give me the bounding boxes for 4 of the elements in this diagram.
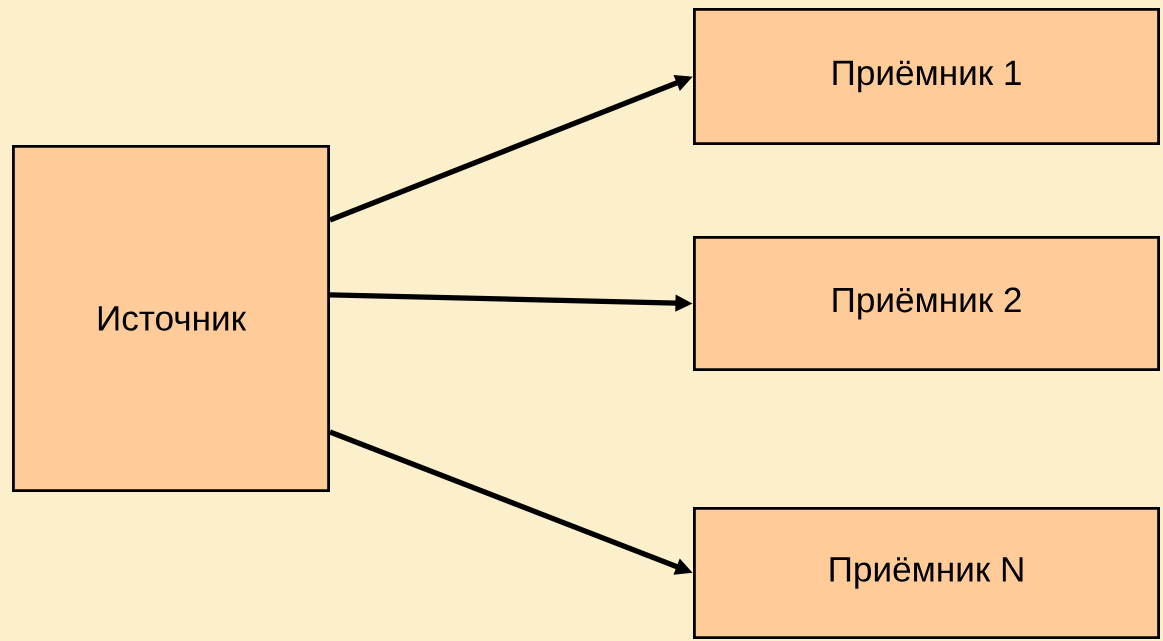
receiver-box: Приёмник 1 bbox=[693, 8, 1160, 145]
receiver-box: Приёмник N bbox=[693, 506, 1160, 639]
receiver-box: Приёмник 2 bbox=[693, 236, 1160, 371]
source-box: Источник bbox=[12, 145, 330, 492]
